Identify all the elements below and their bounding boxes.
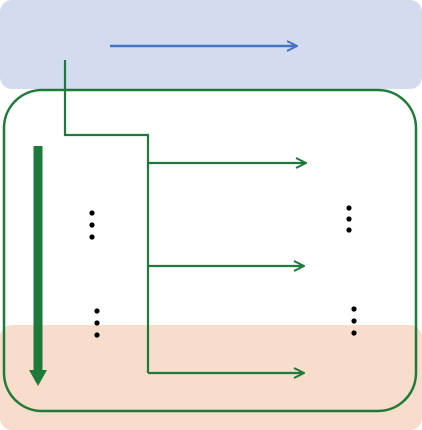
arrow-down-icon xyxy=(29,370,47,386)
vertical-ellipsis-icon xyxy=(94,308,100,338)
branch-connector xyxy=(63,60,150,373)
top-band xyxy=(0,0,422,89)
main-container xyxy=(2,88,418,413)
vertical-ellipsis-icon xyxy=(89,210,95,240)
vertical-ellipsis-icon xyxy=(351,306,357,336)
vertical-ellipsis-icon xyxy=(346,205,352,233)
bottom-band xyxy=(0,325,422,430)
